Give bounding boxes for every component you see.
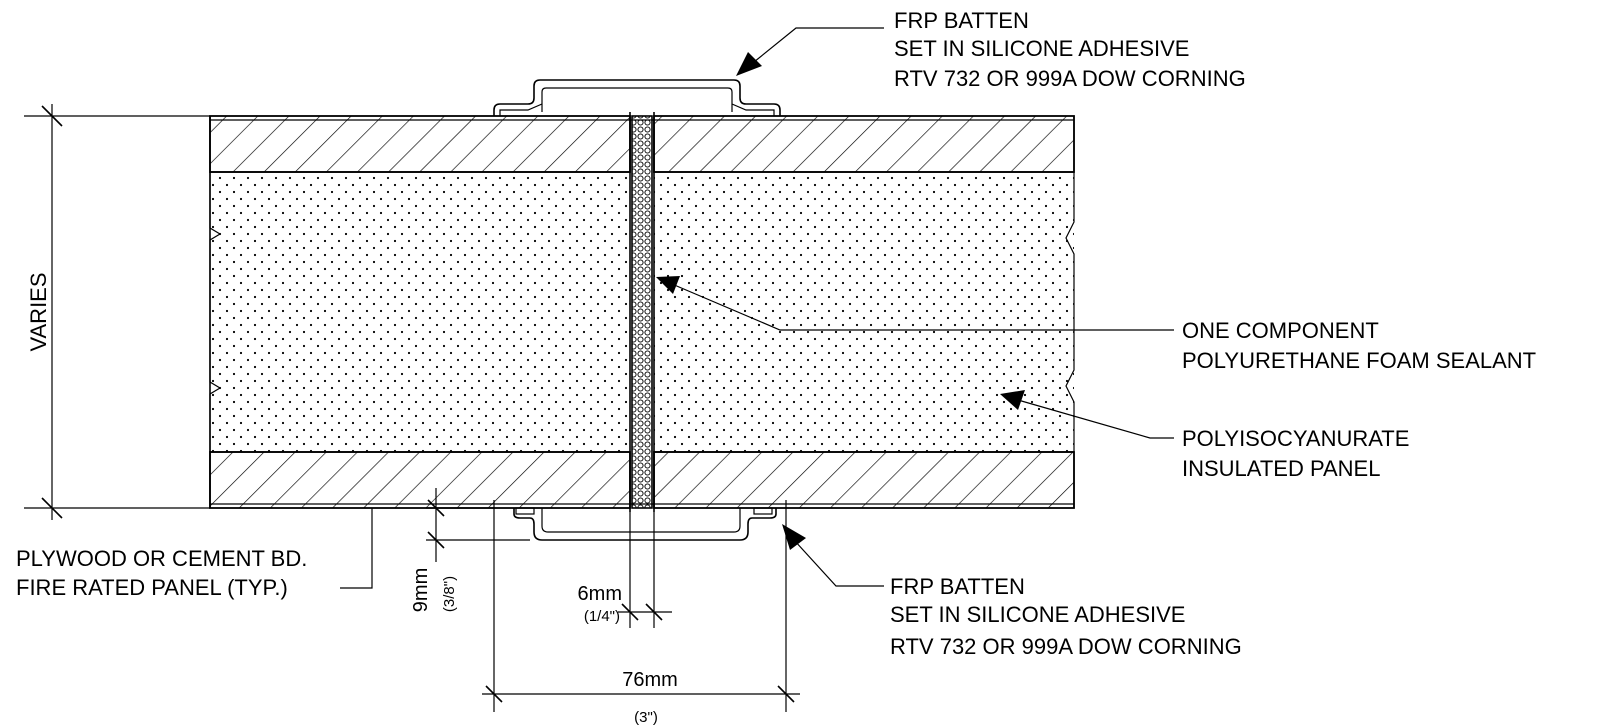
insulated-panel-label-line-2: INSULATED PANEL <box>1182 456 1380 481</box>
left-top-plywood <box>209 115 631 173</box>
joint-width-metric: 6mm <box>578 583 622 605</box>
batten-thickness-metric: 9mm <box>410 568 432 612</box>
foam-sealant-leader <box>656 276 1174 331</box>
foam-sealant-label-line-1: ONE COMPONENT <box>1182 318 1379 343</box>
insulated-panel-leader <box>1000 390 1174 439</box>
foam-sealant-arrowhead <box>656 276 680 294</box>
bottom-frp-batten <box>513 508 777 541</box>
foam-sealant-joint <box>631 115 653 509</box>
varies-dimension: VARIES <box>24 104 210 520</box>
top-batten-label-line-2: SET IN SILICONE ADHESIVE <box>894 36 1189 61</box>
top-batten-label-line-3: RTV 732 OR 999A DOW CORNING <box>894 66 1246 91</box>
joint-width-dimension: 6mm (1/4") <box>578 512 672 628</box>
bottom-batten-label-line-2: SET IN SILICONE ADHESIVE <box>890 602 1185 627</box>
bottom-batten-label-line-3: RTV 732 OR 999A DOW CORNING <box>890 634 1242 659</box>
right-bottom-plywood <box>653 451 1075 509</box>
top-batten-leader <box>736 27 884 76</box>
insulated-panel-label-line-1: POLYISOCYANURATE <box>1182 426 1409 451</box>
bottom-batten-label-line-1: FRP BATTEN <box>890 574 1025 599</box>
batten-width-metric: 76mm <box>622 669 678 691</box>
plywood-leader <box>340 508 373 589</box>
batten-thickness-dimension: 9mm (3/8") <box>410 488 530 612</box>
left-panel <box>209 115 631 509</box>
right-panel <box>653 115 1075 509</box>
right-top-plywood <box>653 115 1075 173</box>
batten-width-imperial: (3") <box>634 709 658 726</box>
top-frp-batten <box>493 79 781 116</box>
top-batten-label-line-1: FRP BATTEN <box>894 8 1029 33</box>
left-insulation-core <box>210 172 630 452</box>
joint-width-imperial: (1/4") <box>584 608 620 625</box>
plywood-label-line-2: FIRE RATED PANEL (TYP.) <box>16 575 288 600</box>
foam-sealant-label-line-2: POLYURETHANE FOAM SEALANT <box>1182 348 1536 373</box>
right-break-lines <box>1065 116 1075 508</box>
batten-thickness-imperial: (3/8") <box>441 576 458 612</box>
right-insulation-core <box>654 172 1074 452</box>
left-bottom-plywood <box>209 451 631 509</box>
top-batten-arrowhead <box>736 52 762 76</box>
plywood-label-line-1: PLYWOOD OR CEMENT BD. <box>16 546 307 571</box>
bottom-batten-leader <box>782 524 884 587</box>
left-break-lines <box>209 172 222 452</box>
varies-label: VARIES <box>26 272 51 351</box>
batten-width-dimension: 76mm (3") <box>482 500 800 726</box>
insulated-panel-arrowhead <box>1000 390 1025 410</box>
bottom-batten-arrowhead <box>782 524 806 550</box>
